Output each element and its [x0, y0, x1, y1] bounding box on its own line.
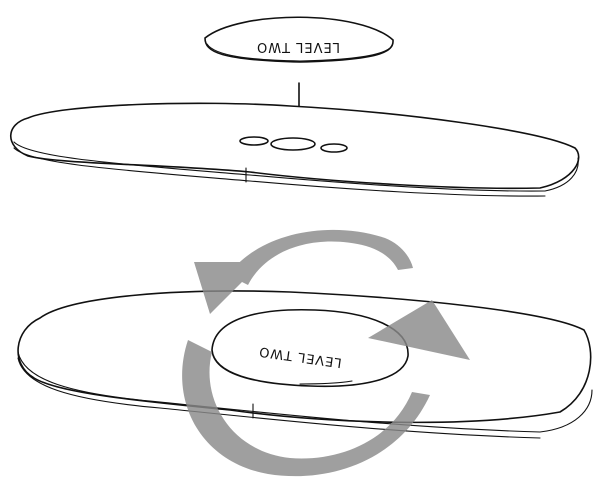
top-puck-label: LEVEL TWO	[256, 39, 340, 54]
rotate-clockwise-icon	[182, 229, 470, 477]
top-plate	[10, 102, 580, 197]
bottom-puck: LEVEL TWO	[211, 308, 409, 388]
top-puck: LEVEL TWO	[204, 16, 394, 63]
